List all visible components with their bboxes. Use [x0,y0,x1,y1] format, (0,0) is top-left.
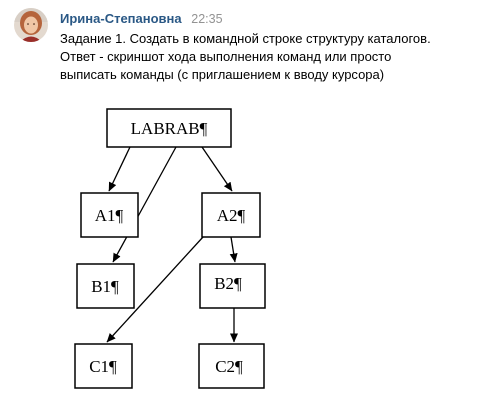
author-name[interactable]: Ирина-Степановна [60,11,182,26]
node-label-b2: B2¶ [214,274,242,293]
node-a1 [80,192,139,238]
directory-tree-diagram[interactable]: LABRAB¶ A1¶ A2¶ B1¶ B2¶ C1¶ C2¶ [62,96,276,408]
node-c1 [74,343,133,389]
node-label-labrab: LABRAB¶ [131,119,208,138]
node-a2 [201,192,261,238]
message-line: выписать команды (с приглашением к вводу… [60,67,385,82]
node-labrab [106,108,232,148]
node-c2 [198,343,265,389]
edge-root-a1 [108,146,131,192]
edge-a2-c1 [106,236,204,343]
node-b2 [199,263,266,309]
node-label-a1: A1¶ [95,206,124,225]
user-photo-icon [14,8,48,42]
message-header: Ирина-Степановна 22:35 [60,11,223,27]
message-text: Задание 1. Создать в командной строке ст… [60,30,490,84]
edge-a2-b2 [229,236,238,263]
node-b1 [76,263,135,309]
diagram-connectors [106,146,238,343]
node-label-c2: C2¶ [215,357,243,376]
edge-root-b1 [112,146,177,263]
message-time[interactable]: 22:35 [191,12,223,26]
node-label-c1: C1¶ [89,357,117,376]
node-label-a2: A2¶ [217,206,246,225]
avatar[interactable] [14,8,48,42]
edge-root-a2 [201,146,233,192]
message-line: Ответ - скриншот хода выполнения команд … [60,49,392,64]
node-label-b1: B1¶ [91,277,119,296]
message-line: Задание 1. Создать в командной строке ст… [60,31,431,46]
